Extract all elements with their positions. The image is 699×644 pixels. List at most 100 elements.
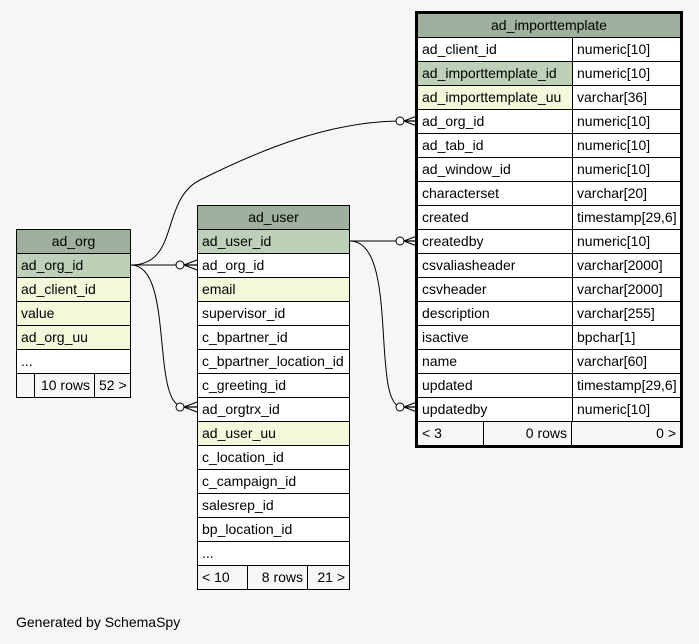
relation-importtemplate-updatedby: [349, 240, 403, 408]
column-name: csvheader: [422, 281, 487, 297]
footer-children[interactable]: 21 >: [307, 566, 349, 589]
column-name: ad_org_uu: [21, 329, 88, 345]
column-name: characterset: [422, 185, 500, 201]
column-name: ad_tab_id: [422, 137, 484, 153]
column-name: bp_location_id: [202, 521, 293, 537]
column-name: ad_org_id: [202, 257, 265, 273]
column-list: ad_user_id ad_org_id email supervisor_id…: [198, 230, 349, 589]
column-type: varchar[36]: [572, 86, 680, 109]
column-row[interactable]: supervisor_id: [198, 301, 349, 325]
table-footer: < 10 8 rows 21 >: [198, 565, 349, 589]
table-header[interactable]: ad_user: [198, 206, 349, 230]
footer-row-count: 0 rows: [483, 422, 571, 445]
column-name: ad_user_id: [202, 233, 272, 249]
column-name: csvaliasheader: [422, 257, 516, 273]
column-row[interactable]: ad_org_id: [17, 254, 130, 277]
column-name: email: [202, 281, 236, 297]
column-type: varchar[20]: [572, 182, 680, 205]
column-name: created: [422, 209, 469, 225]
column-type: varchar[60]: [572, 350, 680, 373]
column-row[interactable]: ...: [17, 349, 130, 373]
column-row[interactable]: ad_tab_id numeric[10]: [418, 133, 680, 157]
footer-parents[interactable]: < 10: [202, 569, 230, 585]
column-name: ad_org_id: [21, 257, 84, 273]
table-header[interactable]: ad_org: [17, 230, 130, 254]
column-list: ad_org_id ad_client_id value ad_org_uu .…: [17, 254, 130, 397]
footer-children[interactable]: 0 >: [571, 422, 680, 445]
column-row[interactable]: c_campaign_id: [198, 469, 349, 493]
column-name: c_location_id: [202, 449, 284, 465]
footer-row-count: 10 rows: [34, 374, 94, 397]
column-name: ad_window_id: [422, 161, 511, 177]
column-row[interactable]: updatedby numeric[10]: [418, 397, 680, 421]
zero-marker: [395, 236, 405, 246]
column-row[interactable]: c_bpartner_id: [198, 325, 349, 349]
column-type: numeric[10]: [572, 110, 680, 133]
column-row[interactable]: created timestamp[29,6]: [418, 205, 680, 229]
footer-row-count: 8 rows: [247, 566, 307, 589]
column-type: varchar[2000]: [572, 278, 680, 301]
column-type: varchar[255]: [572, 302, 680, 325]
column-row[interactable]: updated timestamp[29,6]: [418, 373, 680, 397]
column-name: ...: [21, 353, 33, 369]
table-header[interactable]: ad_importtemplate: [418, 14, 680, 38]
column-type: timestamp[29,6]: [572, 206, 680, 229]
relation-ad-user-orgtrx: [130, 264, 185, 408]
column-name: c_campaign_id: [202, 473, 297, 489]
crowfoot-marker: [403, 235, 418, 247]
column-row[interactable]: bp_location_id: [198, 517, 349, 541]
table-ad-user[interactable]: ad_user ad_user_id ad_org_id email super…: [197, 205, 350, 590]
crowfoot-marker: [183, 259, 198, 271]
column-name: salesrep_id: [202, 497, 274, 513]
column-name: ad_importtemplate_uu: [418, 86, 572, 109]
column-row[interactable]: c_greeting_id: [198, 373, 349, 397]
crowfoot-marker: [183, 401, 198, 413]
column-name: supervisor_id: [202, 305, 286, 321]
crowfoot-marker: [403, 115, 418, 127]
column-row[interactable]: ...: [198, 541, 349, 565]
column-row[interactable]: ad_user_uu: [198, 421, 349, 445]
column-name: createdby: [422, 233, 484, 249]
column-name: ad_importtemplate_id: [418, 62, 572, 85]
footer-children[interactable]: 52 >: [94, 374, 130, 397]
zero-marker: [175, 260, 185, 270]
column-row[interactable]: csvheader varchar[2000]: [418, 277, 680, 301]
column-name: c_greeting_id: [202, 377, 287, 393]
column-row[interactable]: ad_org_id: [198, 253, 349, 277]
column-row[interactable]: ad_org_uu: [17, 325, 130, 349]
column-row[interactable]: characterset varchar[20]: [418, 181, 680, 205]
column-row[interactable]: ad_client_id: [17, 277, 130, 301]
column-row[interactable]: c_bpartner_location_id: [198, 349, 349, 373]
column-row[interactable]: ad_user_id: [198, 230, 349, 253]
column-type: numeric[10]: [572, 398, 680, 421]
column-type: timestamp[29,6]: [572, 374, 680, 397]
column-name: value: [21, 305, 55, 321]
table-ad-org[interactable]: ad_org ad_org_id ad_client_id value ad_o…: [16, 229, 131, 398]
column-name: ad_orgtrx_id: [202, 401, 280, 417]
zero-marker: [395, 116, 405, 126]
column-name: c_bpartner_id: [202, 329, 288, 345]
column-row[interactable]: salesrep_id: [198, 493, 349, 517]
column-type: bpchar[1]: [572, 326, 680, 349]
column-name: ...: [202, 545, 214, 561]
column-row[interactable]: c_location_id: [198, 445, 349, 469]
column-name: ad_client_id: [422, 41, 497, 57]
column-row[interactable]: email: [198, 277, 349, 301]
column-type: numeric[10]: [572, 134, 680, 157]
footer-parents[interactable]: < 3: [422, 425, 442, 441]
column-name: updated: [422, 377, 473, 393]
column-row[interactable]: ad_orgtrx_id: [198, 397, 349, 421]
column-row[interactable]: value: [17, 301, 130, 325]
column-name: updatedby: [422, 401, 488, 417]
